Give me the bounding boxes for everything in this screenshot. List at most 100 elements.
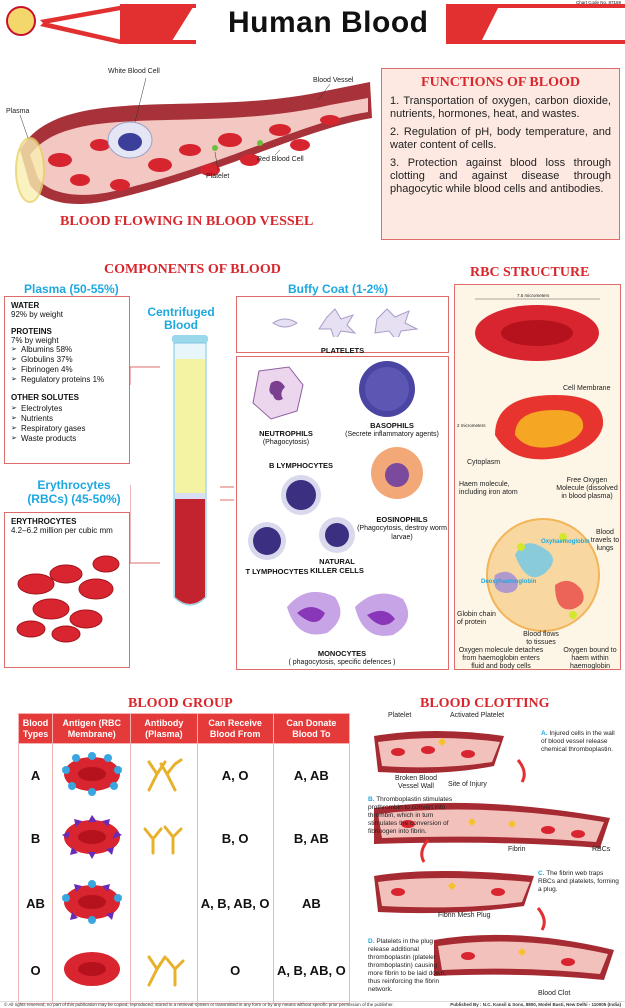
clotting-step: D. Platelets in the plug release additio… xyxy=(368,938,447,993)
antibody-cell xyxy=(130,743,198,808)
nk-cells-label: NATURAL KILLER CELLS xyxy=(310,557,364,575)
donate-cell: AB xyxy=(272,869,351,938)
clotting-illustration xyxy=(374,731,614,980)
travels-lungs-label: Blood travels to lungs xyxy=(590,529,620,552)
proteins-list: Albumins 58% Globulins 37% Fibrinogen 4%… xyxy=(11,345,123,385)
header: Human Blood Chart Code No. 87169 xyxy=(0,0,625,46)
proteins-title: PROTEINS xyxy=(11,327,52,336)
rbc-structure-illustration xyxy=(475,298,604,632)
cell-membrane-label: Cell Membrane xyxy=(563,385,611,392)
function-item: 1. Transportation of oxygen, carbon diox… xyxy=(390,95,611,120)
components-title: COMPONENTS OF BLOOD xyxy=(104,262,281,277)
column-header: Antigen (RBC Membrane) xyxy=(52,713,132,744)
buffy-heading: Buffy Coat (1-2%) xyxy=(288,282,389,296)
basophils-sub: (Secrete inflammatory agents) xyxy=(345,431,439,438)
clotting-step: C. The fibrin web traps RBCs and platele… xyxy=(538,870,619,893)
list-item: Waste products xyxy=(11,434,123,444)
publisher-logo xyxy=(6,6,36,36)
list-item: Fibrinogen 4% xyxy=(11,365,123,375)
platelets-label: PLATELETS xyxy=(320,346,365,355)
eosinophils-sub: (Phagocytosis, destroy worm larvae) xyxy=(357,525,447,541)
donate-cell: B, AB xyxy=(272,807,351,870)
water-title: WATER xyxy=(11,301,40,310)
label-red-blood-cell: Red Blood Cell xyxy=(257,156,304,163)
footer: © All rights reserved, no part of this p… xyxy=(0,1001,625,1008)
blood-group-table: Blood Types Antigen (RBC Membrane) Antib… xyxy=(17,713,351,1004)
blood-clotting-title: BLOOD CLOTTING xyxy=(420,696,550,711)
oxygen-detaches-label: Oxygen molecule detaches from haemoglobi… xyxy=(458,647,544,670)
test-tube xyxy=(130,335,234,606)
deoxyhaemoglobin-label: Deoxyhaemoglobin xyxy=(481,579,537,585)
erythrocytes-heading: Erythrocytes (RBCs) (45-50%) xyxy=(27,478,121,506)
water-text: 92% by weight xyxy=(11,310,64,319)
eosinophils-label: EOSINOPHILS xyxy=(376,515,428,524)
proteins-text: 7% by weight xyxy=(11,336,59,345)
erythrocytes-panel: ERYTHROCYTES 4.2–6.2 million per cubic m… xyxy=(4,512,130,668)
header-banner xyxy=(0,0,625,46)
antigen-cell xyxy=(52,807,132,870)
centrifuged-heading: Centrifuged Blood xyxy=(147,305,215,332)
blood-type-cell: A xyxy=(17,743,54,808)
table-row: B B, O B, AB xyxy=(17,807,351,870)
antigen-cell xyxy=(52,869,132,938)
column-header: Blood Types xyxy=(17,713,54,744)
plasma-heading: Plasma (50-55%) xyxy=(24,282,119,296)
blood-vessel-illustration xyxy=(15,77,372,205)
broken-wall-label: Broken Blood Vessel Wall xyxy=(394,775,438,790)
monocytes-sub: ( phagocytosis, specific defences ) xyxy=(288,659,396,666)
rbc-cluster-illustration xyxy=(16,555,120,643)
function-item: 2. Regulation of pH, body temperature, a… xyxy=(390,126,611,151)
list-item: Globulins 37% xyxy=(11,355,123,365)
b-lymphocytes-label: B LYMPHOCYTES xyxy=(269,461,333,470)
antibody-ab-icon xyxy=(147,955,185,987)
list-item: Albumins 58% xyxy=(11,345,123,355)
label-white-blood-cell: White Blood Cell xyxy=(108,68,160,75)
clotting-step: B. Thromboplastin stimulates prothrombin… xyxy=(368,796,453,835)
label-plasma: Plasma xyxy=(6,108,30,115)
rbc-width-label: 7.5 micrometers xyxy=(517,293,550,298)
blood-type-cell: AB xyxy=(17,869,54,938)
monocytes-label: MONOCYTES xyxy=(317,649,367,658)
receive-cell: B, O xyxy=(196,807,274,870)
platelets-illustration xyxy=(272,308,419,343)
functions-title: FUNCTIONS OF BLOOD xyxy=(421,75,580,90)
solutes-title: OTHER SOLUTES xyxy=(11,393,80,402)
platelets-panel: PLATELETS xyxy=(236,296,449,355)
fibrin-label: Fibrin xyxy=(508,846,526,853)
rbc-antigen-a-icon xyxy=(61,752,122,797)
free-oxygen-label: Free Oxygen Molecule (dissolved in blood… xyxy=(556,477,618,500)
rbc-structure-title: RBC STRUCTURE xyxy=(470,265,590,280)
blood-type-cell: B xyxy=(17,807,54,870)
antigen-cell xyxy=(52,937,132,1004)
rbcs-label: RBCs xyxy=(592,846,611,853)
activated-platelet-label: Activated Platelet xyxy=(450,712,505,719)
receive-cell: A, O xyxy=(196,743,274,808)
plasma-panel: WATER 92% by weight PROTEINS 7% by weigh… xyxy=(4,296,130,464)
rbc-no-antigen-icon xyxy=(63,951,120,986)
platelet-label: Platelet xyxy=(388,712,412,719)
chart-code: Chart Code No. 87169 xyxy=(575,0,621,5)
rbc-depth-label: 2 micrometers xyxy=(457,423,486,428)
list-item: Electrolytes xyxy=(11,404,123,414)
table-row: O O A, B, AB, O xyxy=(17,937,351,1004)
column-header: Can Receive Blood From xyxy=(196,713,274,744)
erythrocytes-title: ERYTHROCYTES xyxy=(11,517,77,526)
list-item: Regulatory proteins 1% xyxy=(11,375,123,385)
table-row: A A, O A, AB xyxy=(17,743,351,808)
haem-label: Haem molecule, including iron atom xyxy=(459,481,518,496)
fibrin-mesh-label: Fibrin Mesh Plug xyxy=(438,912,491,919)
antibody-cell xyxy=(130,869,198,938)
publisher-text: Published By : N.C. Kansil & Sons, 8800,… xyxy=(450,1002,621,1007)
antibody-a-icon xyxy=(143,825,183,855)
wbc-panel: NEUTROPHILS (Phagocytosis) BASOPHILS (Se… xyxy=(236,356,449,670)
column-header: Can Donate Blood To xyxy=(272,713,351,744)
table-row: AB A, B, AB, O AB xyxy=(17,869,351,938)
rbc-structure-panel: 7.5 micrometers Cell Membrane 2 micromet… xyxy=(454,284,621,670)
t-lymphocytes-label: T LYMPHOCYTES xyxy=(245,567,309,576)
oxygen-bound-label: Oxygen bound to haem within haemoglobin xyxy=(563,647,617,670)
column-header: Antibody (Plasma) xyxy=(130,713,198,744)
neutrophils-sub: (Phagocytosis) xyxy=(262,439,310,446)
wbc-illustrations xyxy=(248,361,423,636)
solutes-list: Electrolytes Nutrients Respiratory gases… xyxy=(11,404,123,444)
flows-tissues-label: Blood flows to tissues xyxy=(523,631,559,646)
